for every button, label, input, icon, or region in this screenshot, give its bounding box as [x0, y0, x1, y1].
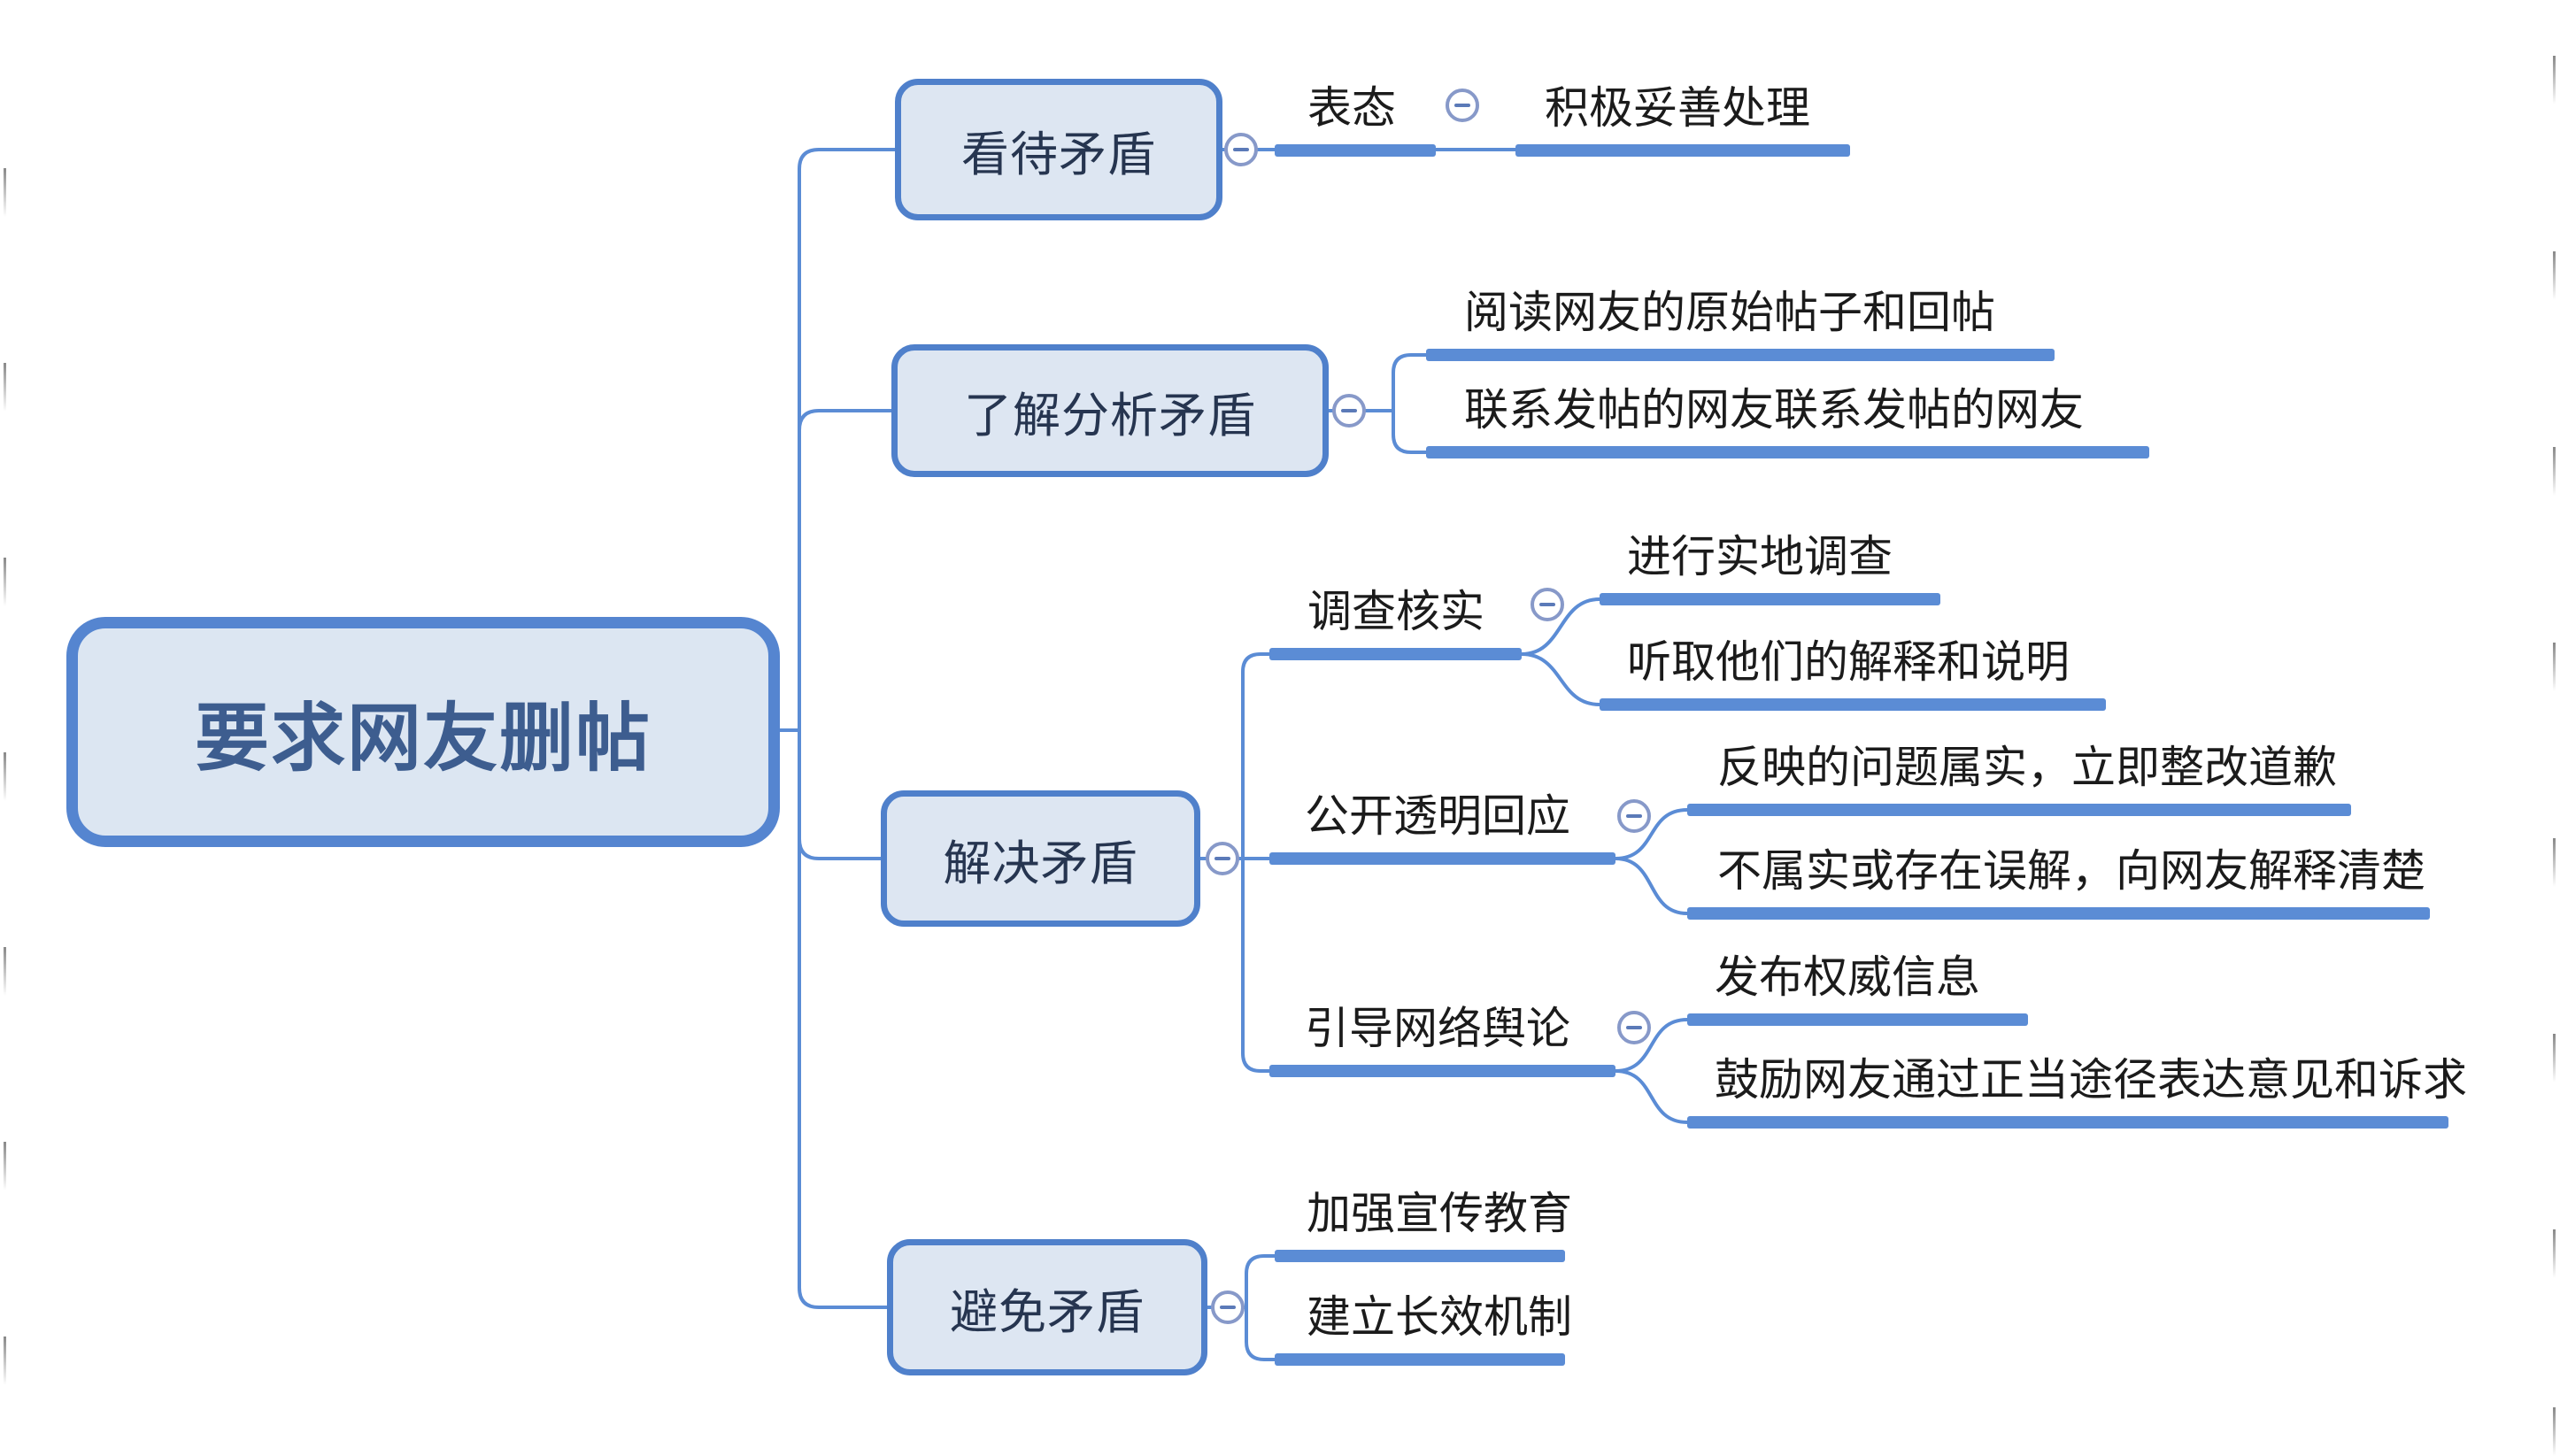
- branch-resolve[interactable]: 解决矛盾: [881, 790, 1200, 927]
- collapse-icon[interactable]: [1206, 842, 1239, 875]
- branch-avoid[interactable]: 避免矛盾: [887, 1239, 1207, 1375]
- edge-tick-right: [2553, 251, 2556, 300]
- topic-longterm-mechanism[interactable]: 建立长效机制: [1275, 1295, 1572, 1366]
- topic-proper-channels[interactable]: 鼓励网友通过正当途径表达意见和诉求: [1687, 1058, 2467, 1129]
- edge-b4-bracket: [1245, 1254, 1276, 1361]
- edge-tick-right: [2553, 838, 2556, 887]
- topic-underline: [1269, 1065, 1615, 1077]
- edge-b3-spine: [1241, 652, 1271, 1073]
- minus-icon: [1220, 1306, 1236, 1309]
- edge-tick-right: [2553, 447, 2556, 496]
- branch-label: 避免矛盾: [950, 1283, 1145, 1340]
- branch-label: 了解分析矛盾: [964, 387, 1256, 443]
- edge-branch-2: [798, 409, 893, 732]
- edge-tick-right: [2553, 643, 2556, 691]
- minus-icon: [1626, 1026, 1642, 1029]
- collapse-icon[interactable]: [1531, 588, 1564, 621]
- edge-tick-right: [2553, 56, 2556, 104]
- minus-icon: [1214, 857, 1230, 860]
- topic-express-attitude[interactable]: 表态: [1275, 86, 1436, 157]
- topic-underline: [1687, 1116, 2448, 1129]
- topic-underline: [1275, 144, 1436, 157]
- branch-label: 看待矛盾: [961, 126, 1156, 182]
- topic-underline: [1269, 852, 1615, 865]
- edge-tick-left: [4, 1142, 6, 1190]
- edge-branch-3: [798, 728, 883, 860]
- collapse-icon[interactable]: [1211, 1290, 1245, 1324]
- topic-authoritative-info[interactable]: 发布权威信息: [1687, 955, 2028, 1026]
- branch-view-contradiction[interactable]: 看待矛盾: [895, 79, 1222, 220]
- topic-underline: [1600, 698, 2106, 711]
- topic-underline: [1426, 446, 2149, 458]
- minus-icon: [1539, 603, 1555, 606]
- topic-explain-clearly[interactable]: 不属实或存在误解，向网友解释清楚: [1687, 849, 2430, 920]
- edge-tick-right: [2553, 1034, 2556, 1082]
- root-topic[interactable]: 要求网友删帖: [66, 617, 780, 847]
- topic-handle-properly[interactable]: 积极妥善处理: [1515, 86, 1850, 157]
- minus-icon: [1454, 104, 1470, 107]
- edge-tick-right: [2553, 1407, 2556, 1456]
- topic-listen-explanations[interactable]: 听取他们的解释和说明: [1600, 640, 2106, 711]
- topic-underline: [1275, 1353, 1565, 1366]
- minus-icon: [1626, 814, 1642, 818]
- topic-guide-opinion[interactable]: 引导网络舆论: [1269, 1006, 1615, 1077]
- edge-branch-1: [798, 148, 897, 732]
- edge-tick-left: [4, 947, 6, 996]
- edge-tick-right: [2553, 1229, 2556, 1278]
- topic-transparent-response[interactable]: 公开透明回应: [1269, 794, 1615, 865]
- collapse-icon[interactable]: [1446, 89, 1479, 122]
- topic-contact-poster[interactable]: 联系发帖的网友联系发帖的网友: [1426, 388, 2149, 458]
- collapse-icon[interactable]: [1224, 133, 1258, 166]
- collapse-icon[interactable]: [1617, 1011, 1651, 1044]
- topic-underline: [1687, 907, 2430, 920]
- topic-read-posts[interactable]: 阅读网友的原始帖子和回帖: [1426, 290, 2055, 361]
- edge-tick-left: [4, 363, 6, 412]
- topic-underline: [1275, 1250, 1565, 1262]
- topic-underline: [1515, 144, 1850, 157]
- topic-underline: [1426, 349, 2055, 361]
- branch-label: 解决矛盾: [943, 835, 1138, 891]
- minus-icon: [1341, 409, 1357, 412]
- collapse-icon[interactable]: [1617, 799, 1651, 833]
- edge-b2-bracket: [1392, 353, 1428, 454]
- topic-rectify-apologize[interactable]: 反映的问题属实，立即整改道歉: [1687, 745, 2351, 816]
- edge-tick-left: [4, 752, 6, 801]
- topic-investigate-verify[interactable]: 调查核实: [1269, 589, 1522, 660]
- topic-underline: [1600, 593, 1940, 605]
- edge-tick-left: [4, 558, 6, 606]
- branch-understand-analyze[interactable]: 了解分析矛盾: [891, 344, 1329, 477]
- topic-underline: [1687, 804, 2351, 816]
- collapse-icon[interactable]: [1332, 394, 1366, 428]
- topic-publicity-education[interactable]: 加强宣传教育: [1275, 1191, 1572, 1262]
- root-topic-label: 要求网友删帖: [194, 694, 652, 782]
- minus-icon: [1233, 148, 1249, 151]
- edge-branch-4: [798, 728, 889, 1309]
- topic-underline: [1687, 1013, 2028, 1026]
- edge-tick-left: [4, 168, 6, 217]
- topic-underline: [1269, 648, 1522, 660]
- topic-field-investigation[interactable]: 进行实地调查: [1600, 535, 1940, 605]
- edge-tick-left: [4, 1337, 6, 1385]
